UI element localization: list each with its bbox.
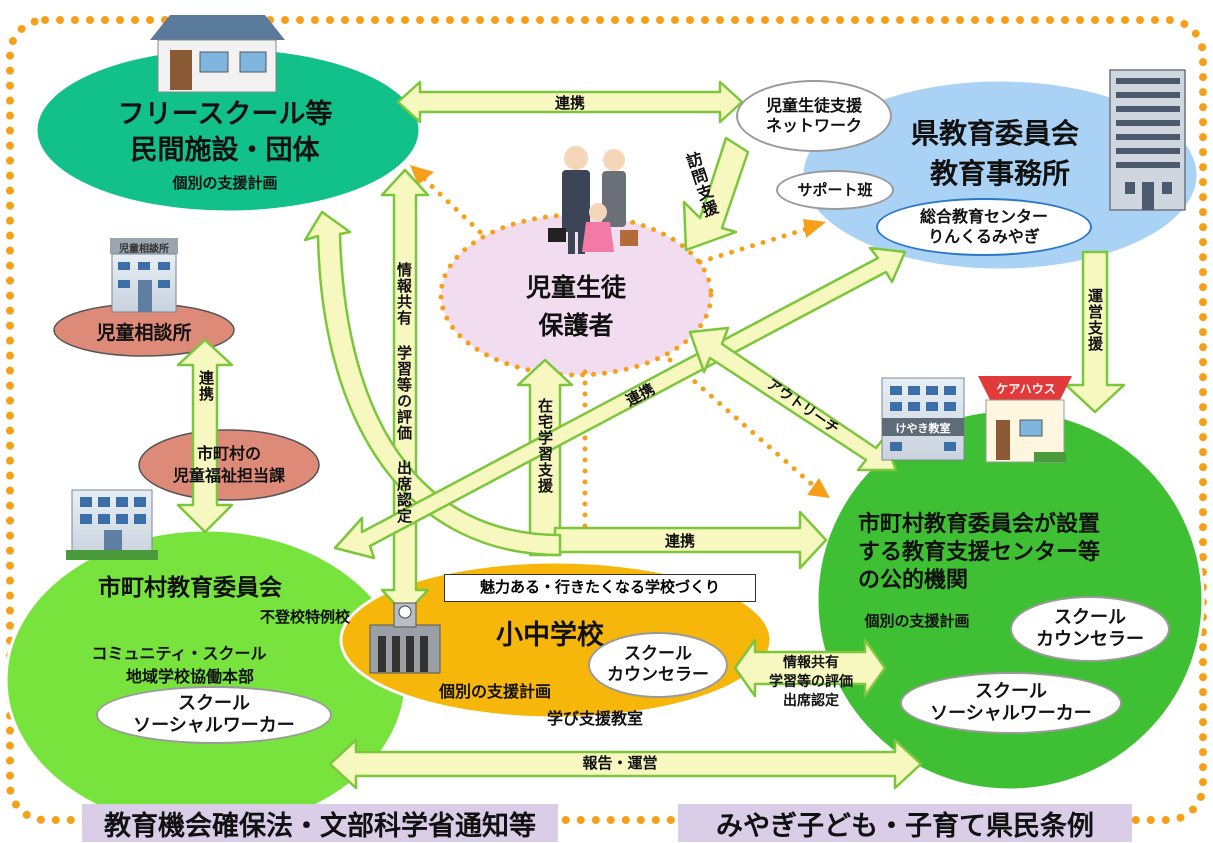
city-board-title: 市町村教育委員会 xyxy=(98,575,282,601)
school-plan: 個別の支援計画 xyxy=(438,682,551,701)
city-board-building xyxy=(66,489,158,560)
arrow-curved-left xyxy=(303,210,562,557)
regional-hq: 地域学校協働本部 xyxy=(125,667,254,686)
public-counselor-line-1: スクール xyxy=(1054,606,1126,628)
welfare-line-1: 市町村の xyxy=(196,444,261,463)
dotted-frame xyxy=(6,16,1207,824)
edu-center-pill: 総合教育センターりんくるみやぎ xyxy=(876,198,1092,256)
arrow-label-zaitaku: 在宅学習支援 xyxy=(536,398,554,494)
arrow-houmon xyxy=(682,136,750,252)
arrow-renkei-diag xyxy=(333,246,907,560)
care-house-sign: ケアハウス xyxy=(996,382,1056,396)
child-center-label: 児童相談所 xyxy=(96,322,192,344)
public-ssw-line-2: ソーシャルワーカー xyxy=(930,703,1092,724)
community-school: コミュニティ・スクール xyxy=(91,644,267,663)
dotted-arrows xyxy=(417,172,818,538)
welfare-ellipse xyxy=(138,429,320,501)
public-plan: 個別の支援計画 xyxy=(864,612,970,630)
ssw-left-line-1: スクール xyxy=(177,692,250,714)
arrow-renkei-left xyxy=(176,338,234,534)
network-pill: 児童生徒支援ネットワーク xyxy=(736,80,892,152)
public-line-1: 市町村教育委員会が設置 xyxy=(858,512,1101,537)
arrow-label-unei: 運営支援 xyxy=(1086,288,1104,352)
network-line-2: ネットワーク xyxy=(765,116,862,135)
public-ssw-pill: スクールソーシャルワーカー xyxy=(900,672,1122,734)
arrow-label-renkei-left: 連携 xyxy=(197,370,215,402)
big-arrows xyxy=(176,80,1126,790)
welfare-line-2: 児童福祉担当課 xyxy=(172,466,285,485)
arrow-renkei-bottom xyxy=(553,510,828,570)
arrow-label-renkei-bottom: 連携 xyxy=(664,532,695,550)
student-title: 児童生徒 xyxy=(525,273,626,302)
keyaki-sign: けやき教室 xyxy=(895,422,951,435)
school-banner: 魅力ある・行きたくなる学校づくり xyxy=(444,574,756,602)
school-counselor-line-1: スクール xyxy=(624,643,692,664)
care-house xyxy=(978,376,1072,463)
arrow-label-info-1: 情報共有 xyxy=(783,655,839,671)
school-room: 学び支援教室 xyxy=(546,709,643,728)
edu-center-line-1: 総合教育センター xyxy=(919,207,1048,226)
arrow-label-info-2: 学習等の評価 xyxy=(769,674,853,690)
arrow-info-right xyxy=(733,638,887,698)
network-line-1: 児童生徒支援 xyxy=(765,96,862,115)
keyaki-building xyxy=(881,377,965,461)
school-counselor-pill: スクールカウンセラー xyxy=(588,632,728,698)
public-counselor-pill: スクールカウンセラー xyxy=(1010,596,1170,662)
arrow-label-info-vertical: 情報共有 学習等の評価 出席認定 xyxy=(395,262,413,524)
school-building xyxy=(369,602,441,674)
public-line-3: の公的機関 xyxy=(858,568,969,593)
child-center-sign: 児童相談所 xyxy=(119,244,169,255)
arrow-outreach xyxy=(688,326,898,472)
arrow-label-renkei-top: 連携 xyxy=(554,94,585,112)
arrow-label-report: 報告・運営 xyxy=(582,754,658,772)
banner-right: みやぎ子ども・子育て県民条例 xyxy=(678,804,1132,842)
student-subtitle: 保護者 xyxy=(538,311,614,340)
free-school-plan: 個別の支援計画 xyxy=(172,174,278,192)
futoko-school: 不登校特例校 xyxy=(259,608,350,626)
ssw-left-line-2: ソーシャルワーカー xyxy=(133,715,295,736)
edu-center-line-2: りんくるみやぎ xyxy=(928,227,1040,246)
family-illustration xyxy=(548,146,638,254)
public-ssw-line-1: スクール xyxy=(974,680,1047,702)
school-counselor-line-2: カウンセラー xyxy=(607,665,709,685)
free-school-subtitle: 民間施設・団体 xyxy=(130,135,320,166)
arrow-unei xyxy=(1064,250,1126,414)
free-school-title: フリースクール等 xyxy=(117,99,333,130)
pref-board-subtitle: 教育事務所 xyxy=(929,157,1070,190)
arrow-report xyxy=(328,738,923,790)
pref-building-illustration xyxy=(1109,69,1186,211)
banner-left: 教育機会確保法・文部科学省通知等 xyxy=(82,804,558,842)
school-title: 小中学校 xyxy=(496,620,604,651)
house-illustration xyxy=(150,15,285,93)
arrow-label-info-3: 出席認定 xyxy=(783,693,839,709)
support-team-pill: サポート班 xyxy=(776,170,894,210)
ssw-left-pill: スクールソーシャルワーカー xyxy=(96,686,332,744)
public-counselor-line-2: カウンセラー xyxy=(1036,629,1144,650)
public-line-2: する教育支援センター等 xyxy=(858,540,1101,565)
pref-board-title: 県教育委員会 xyxy=(910,117,1079,150)
child-center-building xyxy=(110,238,178,313)
